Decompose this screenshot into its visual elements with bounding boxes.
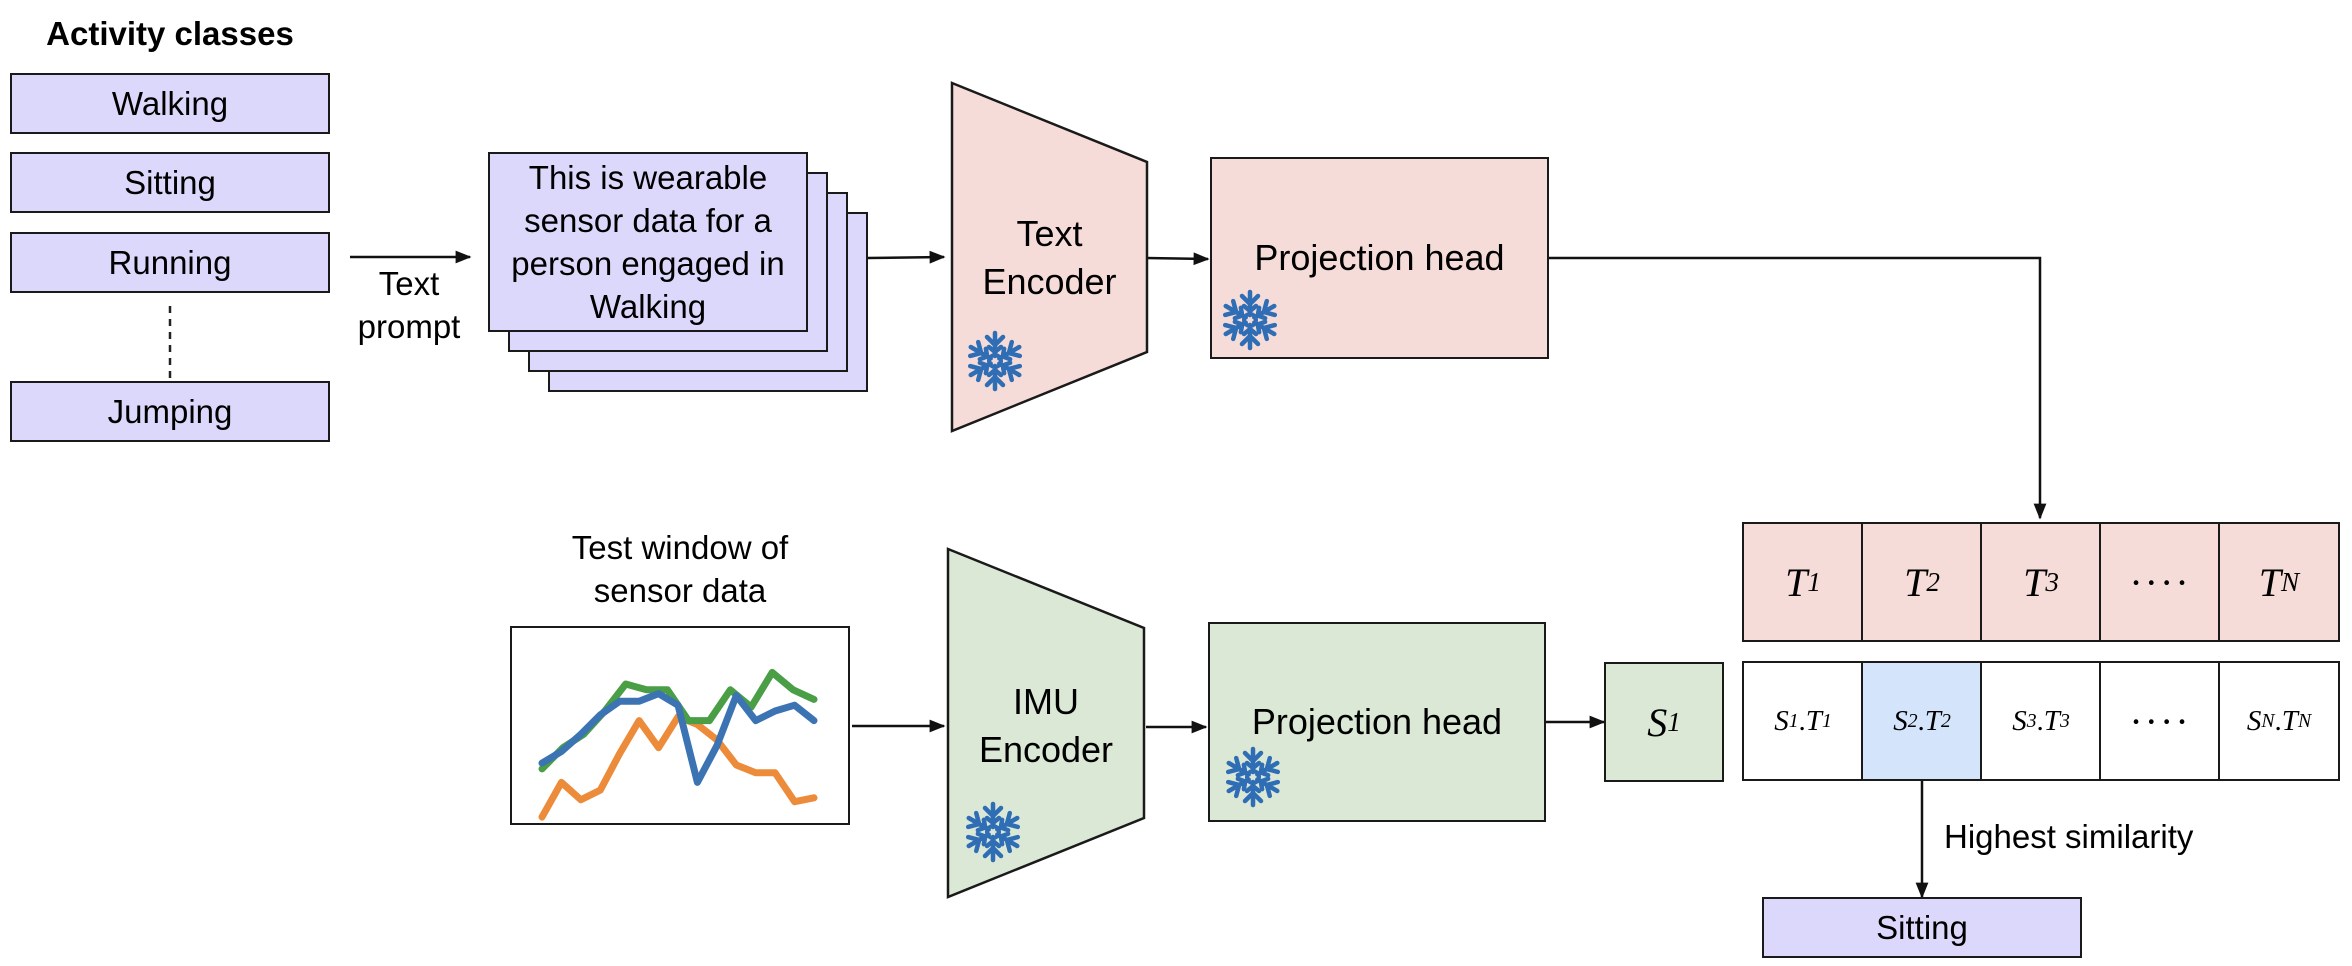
- sim-b-index: 2: [1940, 709, 1951, 732]
- embedding-symbol: T: [1904, 559, 1927, 605]
- activity-classes-title: Activity classes: [46, 15, 294, 52]
- imu-projection-label: Projection head: [1251, 701, 1503, 742]
- embedding-symbol: T: [2258, 559, 2282, 605]
- class-label: Running: [108, 244, 232, 281]
- embedding-index: 1: [1667, 706, 1681, 737]
- sensor-window-label: Test window of sensor data: [510, 526, 850, 612]
- text-encoder-label-line: Text: [1016, 213, 1083, 254]
- imu-projection-head: Projection head: [1208, 622, 1546, 822]
- class-box-jumping: Jumping: [10, 381, 330, 442]
- similarity-cell-ellipsis: ····: [2099, 661, 2221, 781]
- ellipsis: ····: [2129, 559, 2191, 605]
- snowflake-icon: [967, 330, 1023, 392]
- embedding-index: 2: [1926, 566, 1940, 597]
- embedding-index: N: [2281, 566, 2300, 597]
- sim-b: T: [1924, 704, 1941, 737]
- class-label: Jumping: [107, 393, 233, 430]
- sim-a: S: [1774, 704, 1789, 737]
- imu-encoder-label: IMU Encoder: [948, 678, 1144, 774]
- prompt-card-line: person engaged in: [511, 245, 785, 282]
- sim-a-index: N: [2261, 709, 2275, 732]
- prompt-card-line: sensor data for a: [524, 202, 772, 239]
- class-label: Walking: [111, 85, 229, 122]
- signal-line-blue: [538, 690, 818, 786]
- sim-b-index: 3: [2059, 709, 2070, 732]
- sim-b-index: N: [2297, 709, 2312, 732]
- embedding-index: 3: [2045, 566, 2059, 597]
- highest-similarity-label: Highest similarity: [1944, 818, 2194, 855]
- sim-a-index: 1: [1788, 709, 1799, 732]
- sim-a: S: [1893, 704, 1908, 737]
- class-label: Sitting: [124, 164, 216, 201]
- prompt-card-line: This is wearable: [528, 159, 768, 196]
- sim-b-index: 1: [1821, 709, 1832, 732]
- imu-encoder-label-line: Encoder: [978, 729, 1114, 770]
- arrow-text-projection-to-embeddings: [1548, 256, 2047, 520]
- predicted-class-label: Sitting: [1876, 908, 1968, 946]
- class-box-sitting: Sitting: [10, 152, 330, 213]
- sim-a-index: 2: [1907, 709, 1918, 732]
- sensor-window-label-line: Test window of: [571, 529, 789, 566]
- prompt-card-line: Walking: [589, 288, 707, 325]
- class-box-walking: Walking: [10, 73, 330, 134]
- embedding-symbol: T: [2023, 559, 2046, 605]
- arrow-text-encoder-to-projection: [1145, 252, 1210, 266]
- sim-b: T: [2281, 704, 2298, 737]
- sensor-window-plot: [510, 626, 850, 825]
- imu-encoder-label-line: IMU: [1013, 681, 1079, 722]
- prompt-card: This is wearable sensor data for a perso…: [488, 152, 808, 332]
- sim-b: T: [1805, 704, 1822, 737]
- arrow-prompt-to-text-encoder: [867, 250, 946, 264]
- snowflake-icon: [1225, 746, 1281, 808]
- text-prompt-label-line: prompt: [357, 308, 461, 345]
- text-prompt-label: Text prompt: [336, 262, 482, 348]
- ellipsis: ····: [2129, 698, 2191, 744]
- embedding-symbol: T: [1785, 559, 1808, 605]
- embedding-index: 1: [1807, 566, 1821, 597]
- text-encoder-shape: [950, 81, 1149, 433]
- text-encoder-label-line: Encoder: [982, 261, 1117, 302]
- sim-b: T: [2043, 704, 2060, 737]
- sim-a-index: 3: [2026, 709, 2037, 732]
- snowflake-icon: [1222, 289, 1278, 351]
- sim-a: S: [2012, 704, 2027, 737]
- text-encoder-label: Text Encoder: [952, 210, 1147, 306]
- sensor-window-label-line: sensor data: [593, 572, 767, 609]
- sim-a: S: [2246, 704, 2262, 737]
- sensor-signal-plot: [538, 668, 818, 821]
- class-box-running: Running: [10, 232, 330, 293]
- text-prompt-label-line: Text: [378, 265, 440, 302]
- text-projection-label: Projection head: [1254, 237, 1505, 278]
- predicted-class-box: Sitting: [1762, 897, 2082, 958]
- snowflake-icon: [965, 801, 1021, 863]
- text-embedding-ellipsis: ····: [2099, 522, 2221, 642]
- embedding-symbol: S: [1647, 699, 1668, 745]
